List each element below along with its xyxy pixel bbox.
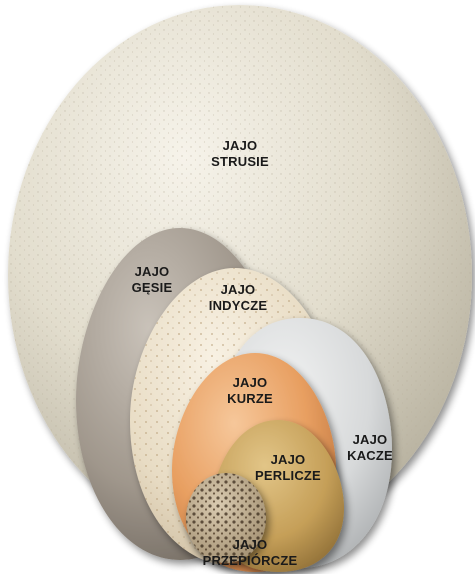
label-goose-egg: JAJO GĘSIE bbox=[110, 264, 194, 296]
label-chicken-egg-line2: KURZE bbox=[210, 391, 290, 407]
label-ostrich-egg-line1: JAJO bbox=[195, 138, 285, 154]
label-duck-egg-line1: JAJO bbox=[330, 432, 410, 448]
label-chicken-egg: JAJO KURZE bbox=[210, 375, 290, 407]
label-turkey-egg-line1: JAJO bbox=[192, 282, 284, 298]
label-quail-egg-line1: JAJO bbox=[180, 537, 320, 553]
label-goose-egg-line2: GĘSIE bbox=[110, 280, 194, 296]
label-chicken-egg-line1: JAJO bbox=[210, 375, 290, 391]
label-guinea-fowl-egg-line1: JAJO bbox=[236, 452, 340, 468]
label-quail-egg: JAJO PRZEPIÓRCZE bbox=[180, 537, 320, 569]
label-ostrich-egg-line2: STRUSIE bbox=[195, 154, 285, 170]
label-duck-egg-line2: KACZE bbox=[330, 448, 410, 464]
label-guinea-fowl-egg: JAJO PERLICZE bbox=[236, 452, 340, 484]
label-guinea-fowl-egg-line2: PERLICZE bbox=[236, 468, 340, 484]
label-quail-egg-line2: PRZEPIÓRCZE bbox=[180, 553, 320, 569]
label-goose-egg-line1: JAJO bbox=[110, 264, 194, 280]
label-turkey-egg: JAJO INDYCZE bbox=[192, 282, 284, 314]
label-ostrich-egg: JAJO STRUSIE bbox=[195, 138, 285, 170]
label-turkey-egg-line2: INDYCZE bbox=[192, 298, 284, 314]
label-duck-egg: JAJO KACZE bbox=[330, 432, 410, 464]
